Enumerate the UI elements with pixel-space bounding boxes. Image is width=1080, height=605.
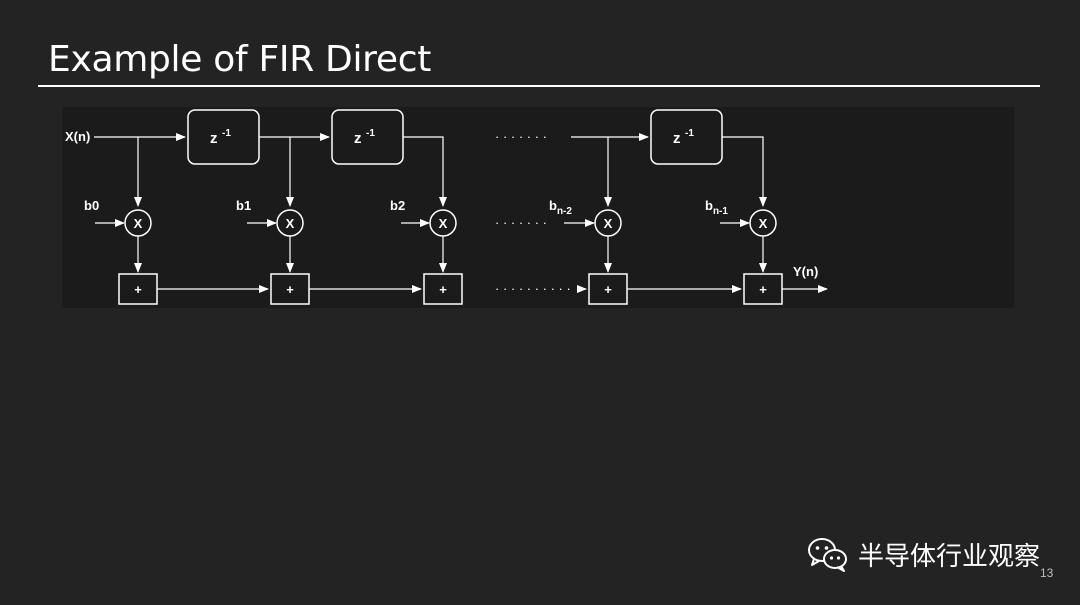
slide-title: Example of FIR Direct [48, 39, 432, 80]
delay-label: z [210, 130, 218, 147]
delay-2-output-line [403, 136, 447, 207]
fir-diagram-svg: X(n) z -1 z -1 z -1 · · · · · · · · · · … [65, 109, 828, 305]
multiplier-3: X [594, 209, 622, 237]
svg-text:+: + [604, 282, 612, 297]
title-underline [38, 85, 1040, 87]
ellipsis-top: · · · · · · · [495, 129, 547, 144]
coef-label-4: bn-1 [705, 198, 728, 217]
svg-text:X: X [286, 216, 295, 231]
svg-text:+: + [286, 282, 294, 297]
svg-text:X: X [134, 216, 143, 231]
watermark: 半导体行业观察 [806, 534, 1040, 574]
output-label: Y(n) [793, 264, 818, 279]
ellipsis-bottom: · · · · · · · · · · [495, 281, 571, 296]
delay-exponent: -1 [222, 128, 231, 139]
delay-block-n: z -1 [650, 109, 723, 165]
delay-exponent: -1 [685, 128, 694, 139]
multiplier-4: X [749, 209, 777, 237]
delay-label: z [673, 130, 681, 147]
multiplier-2: X [429, 209, 457, 237]
input-label: X(n) [65, 129, 90, 144]
multiplier-1: X [276, 209, 304, 237]
watermark-text: 半导体行业观察 [858, 541, 1041, 572]
adder-4: + [743, 273, 783, 305]
svg-text:X: X [604, 216, 613, 231]
multiplier-0: X [124, 209, 152, 237]
coef-label-0: b0 [84, 198, 99, 213]
svg-text:+: + [134, 282, 142, 297]
svg-text:+: + [759, 282, 767, 297]
svg-text:X: X [759, 216, 768, 231]
adder-1: + [270, 273, 310, 305]
delay-block-1: z -1 [187, 109, 260, 165]
delay-exponent: -1 [366, 128, 375, 139]
svg-text:+: + [439, 282, 447, 297]
coef-label-1: b1 [236, 198, 251, 213]
wechat-icon [808, 538, 847, 572]
svg-text:X: X [439, 216, 448, 231]
adder-3: + [588, 273, 628, 305]
fir-diagram: X(n) z -1 z -1 z -1 · · · · · · · · · · … [62, 107, 1014, 308]
delay-n-output-line [722, 136, 767, 207]
coef-label-3: bn-2 [549, 198, 572, 217]
ellipsis-mid: · · · · · · · [495, 215, 547, 230]
coef-label-2: b2 [390, 198, 405, 213]
adder-0: + [118, 273, 158, 305]
page-number: 13 [1040, 566, 1054, 580]
delay-label: z [354, 130, 362, 147]
delay-block-2: z -1 [331, 109, 404, 165]
adder-2: + [423, 273, 463, 305]
